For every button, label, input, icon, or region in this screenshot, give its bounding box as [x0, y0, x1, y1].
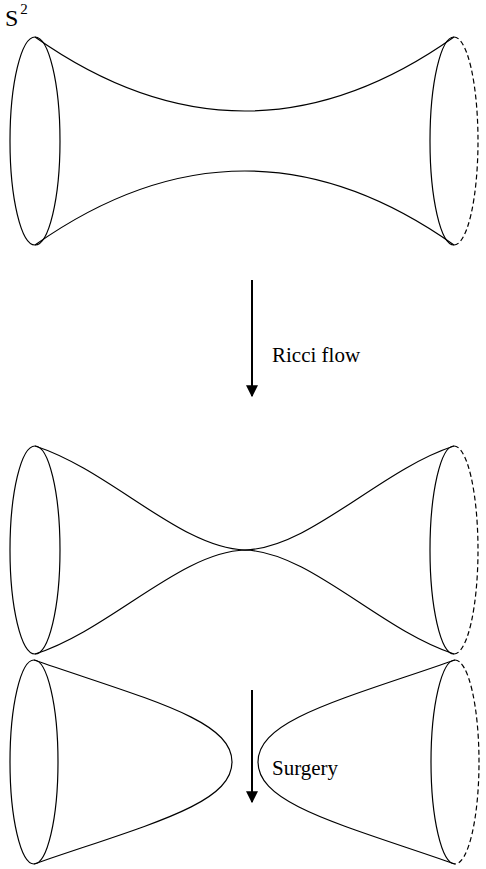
pinched-curve: [35, 550, 454, 654]
end-circle: [430, 37, 454, 245]
end-circle: [431, 660, 455, 864]
end-circle-back: [454, 37, 478, 245]
end-circle: [430, 446, 454, 654]
end-circle-back: [454, 446, 478, 654]
end-circle-back: [455, 660, 479, 864]
step-label: Ricci flow: [272, 345, 360, 366]
cap-curve: [258, 660, 455, 864]
surgery-arrow: [251, 690, 253, 802]
dimension-superscript: 2: [20, 2, 28, 17]
end-circle: [10, 37, 60, 245]
pinched-curve: [35, 446, 454, 550]
end-circle: [10, 446, 60, 654]
end-circle: [10, 660, 58, 864]
cap-curve: [34, 660, 232, 864]
step-label: Surgery: [272, 758, 338, 779]
neck-curve: [35, 37, 454, 111]
manifold-label: S: [5, 6, 18, 30]
neck-curve: [35, 171, 454, 245]
flow-arrow: [251, 280, 253, 396]
